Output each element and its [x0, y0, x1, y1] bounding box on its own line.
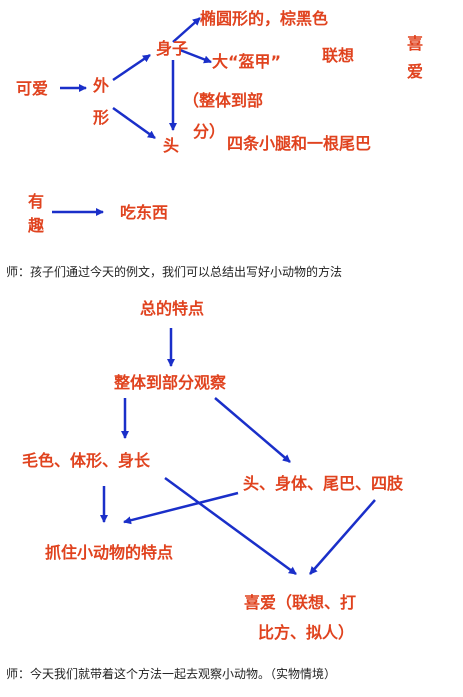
node-ke-ai: 可爱 [16, 79, 49, 98]
node-you-qu: 有趣 [27, 192, 44, 235]
node-xi-ai-line2: 比方、拟人） [258, 623, 355, 642]
node-da-kai-jia: 大“盔甲” [212, 52, 282, 71]
node-lian-xiang: 联想 [322, 46, 355, 65]
node-zheng-ti-line1: （整体到部 [183, 91, 264, 110]
arrow-waixing-to-tou [112, 106, 156, 140]
node-mao-se: 毛色、体形、身长 [22, 451, 151, 470]
node-tou-shen-ti: 头、身体、尾巴、四肢 [243, 474, 404, 493]
node-xi-ai: 喜爱 [406, 34, 423, 81]
arrow-zhengti-to-toushenti [214, 397, 291, 463]
node-zheng-ti-dao-bu-fen: 整体到部分观察 [114, 373, 227, 392]
node-xi-ai-line1: 喜爱（联想、打 [244, 593, 357, 612]
node-tou: 头 [163, 136, 180, 155]
node-tui-wei-ba: 四条小腿和一根尾巴 [227, 134, 372, 153]
node-zhua-zhu: 抓住小动物的特点 [45, 543, 174, 562]
node-zheng-ti-line2: 分） [193, 122, 226, 141]
caption-teacher-observe: 师：今天我们就带着这个方法一起去观察小动物。（实物情境） [6, 667, 337, 681]
node-wai-xing: 外形 [92, 76, 109, 127]
arrow-maose-to-xiai [164, 476, 297, 576]
node-zong-de-te-dian: 总的特点 [140, 299, 205, 318]
node-chi-dong-xi: 吃东西 [120, 203, 169, 222]
arrow-shenzi-to-tuoyuan [172, 17, 201, 43]
arrow-toushenti-to-xiai [309, 499, 376, 575]
caption-teacher-summary: 师：孩子们通过今天的例文，我们可以总结出写好小动物的方法 [6, 265, 343, 279]
arrow-shenzi-to-dakaijia [179, 48, 212, 64]
node-tuo-yuan: 椭圆形的，棕黑色 [200, 9, 329, 28]
arrow-toushenti-to-zhuazhu [123, 491, 239, 525]
node-shen-zi: 身子 [156, 39, 189, 58]
arrow-waixing-to-shenzi [112, 53, 151, 82]
